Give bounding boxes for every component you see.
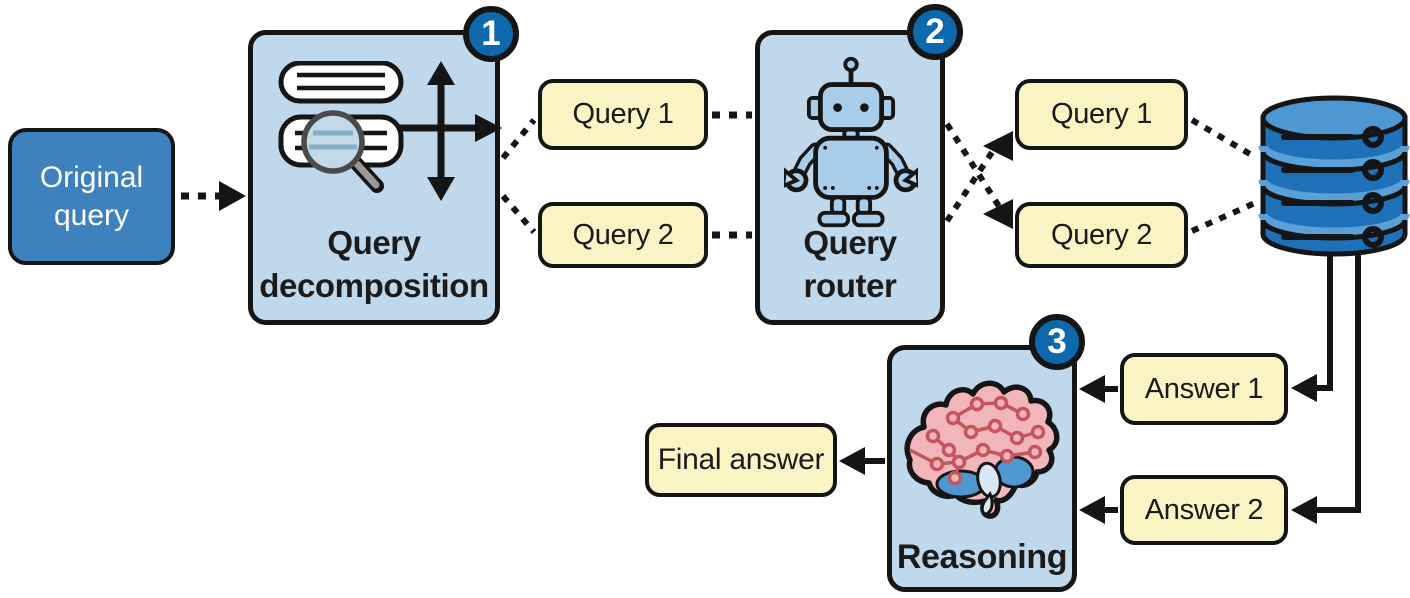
- edge-reasoning-to-final: [839, 447, 885, 475]
- query1-routed-label: Query 1: [1050, 98, 1153, 130]
- query-router-panel: Query router: [755, 30, 945, 325]
- final-answer-label: Final answer: [657, 443, 825, 476]
- answer1-label: Answer 1: [1144, 372, 1264, 405]
- original-query-node: Original query: [8, 128, 175, 265]
- query-list-icon: [278, 61, 502, 201]
- original-query-label: Original query: [39, 161, 144, 232]
- robot-icon: [784, 56, 918, 228]
- circuit-nodes: [925, 395, 1046, 486]
- edge-queries-to-router: [712, 111, 752, 239]
- database-icon: [1258, 95, 1410, 257]
- reasoning-panel: Reasoning: [887, 345, 1077, 592]
- move-arrows-icon: [399, 61, 502, 201]
- answer2-label: Answer 2: [1144, 493, 1264, 526]
- edge-router-to-routed-queries: [944, 122, 1013, 229]
- query-decomposition-label: Query decomposition: [259, 224, 489, 305]
- query2-routed-label: Query 2: [1050, 218, 1153, 251]
- query-decomposition-panel: Query decomposition: [248, 30, 502, 325]
- magnifier-icon: [301, 110, 384, 193]
- answer1-node: Answer 1: [1120, 353, 1288, 425]
- query2-out-label: Query 2: [572, 218, 674, 251]
- step-badge-3: 3: [1029, 314, 1085, 370]
- query2-out-node: Query 2: [538, 202, 708, 268]
- edge-original-to-decomposition: [181, 181, 246, 211]
- brain-icon: [904, 380, 1060, 519]
- edge-queries-to-database: [1190, 117, 1257, 234]
- query-router-label: Query router: [803, 224, 897, 305]
- reasoning-label: Reasoning: [896, 537, 1068, 576]
- query1-out-label: Query 1: [572, 98, 674, 130]
- step-badge-1: 1: [463, 6, 519, 62]
- query2-routed-node: Query 2: [1015, 202, 1188, 268]
- answer2-node: Answer 2: [1120, 475, 1288, 545]
- edge-decomposition-to-queries: [500, 118, 537, 234]
- step-badge-2: 2: [907, 4, 963, 60]
- query1-out-node: Query 1: [538, 79, 708, 150]
- final-answer-node: Final answer: [645, 423, 837, 497]
- edge-answers-to-reasoning: [1079, 375, 1118, 524]
- edge-database-to-answers: [1291, 240, 1361, 524]
- query1-routed-node: Query 1: [1015, 79, 1188, 150]
